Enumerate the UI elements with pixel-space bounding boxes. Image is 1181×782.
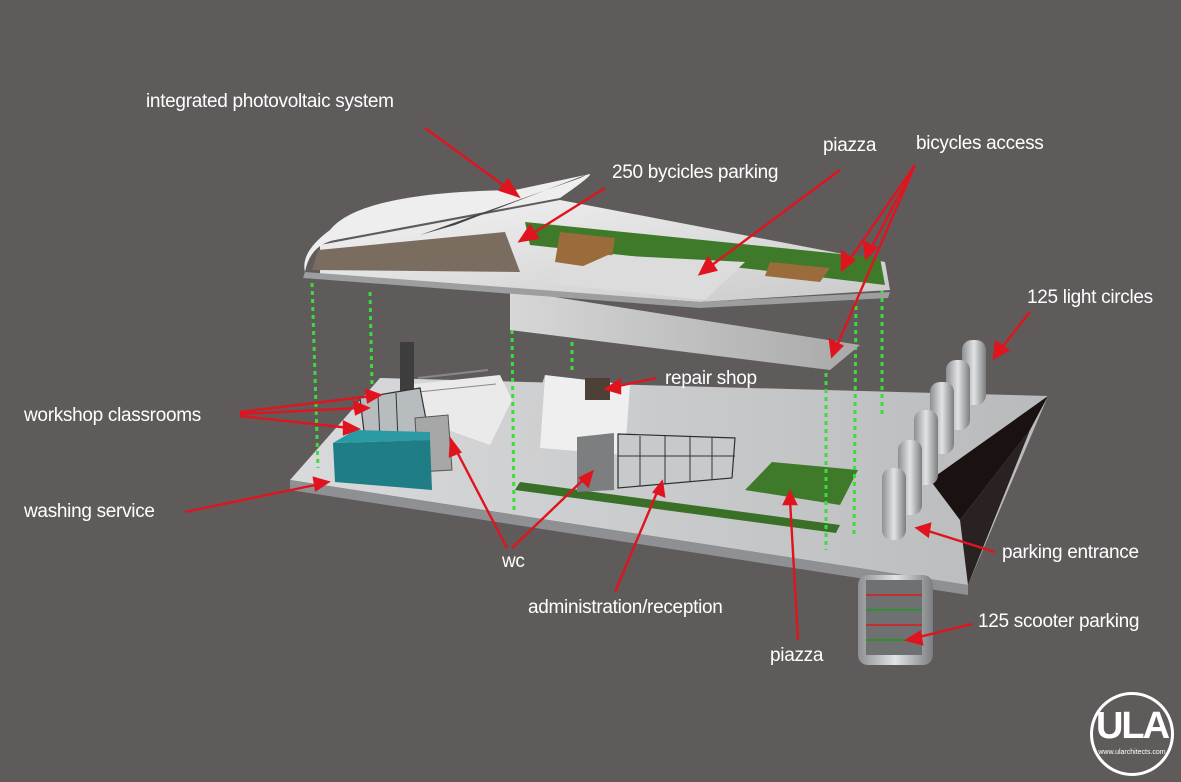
vent-tower [400, 342, 414, 394]
light-circles [882, 340, 986, 540]
ground-floor [290, 342, 1048, 595]
label-repair-shop: repair shop [665, 368, 757, 389]
label-wc: wc [502, 551, 525, 572]
label-piazza-bottom: piazza [770, 645, 824, 666]
scooter-parking-cylinder [858, 575, 933, 665]
callout-arrows [184, 127, 1031, 646]
ground-lawn [745, 462, 858, 505]
bicycle-ramp [510, 290, 860, 370]
parking-entrance-strip [930, 396, 1048, 520]
label-light-circles: 125 light circles [1027, 287, 1153, 308]
label-bicycles-parking: 250 bycicles parking [612, 162, 779, 183]
label-photovoltaic: integrated photovoltaic system [146, 91, 394, 112]
label-scooter-parking: 125 scooter parking [978, 611, 1140, 632]
washing-box [333, 440, 432, 490]
repair-door [585, 378, 610, 400]
guide-lines [310, 282, 884, 550]
label-administration: administration/reception [528, 597, 723, 618]
logo-text: ULA [1095, 705, 1170, 747]
label-workshop-classrooms: workshop classrooms [24, 405, 201, 426]
label-piazza-top: piazza [823, 135, 877, 156]
roof-slab [303, 174, 890, 308]
admin-glass [617, 433, 736, 489]
ula-logo: ULA www.ularchitects.com [1090, 692, 1174, 776]
label-parking-entrance: parking entrance [1002, 542, 1139, 563]
logo-url: www.ularchitects.com [1098, 749, 1166, 756]
stair-block [405, 375, 512, 445]
admin-block [577, 433, 614, 492]
label-washing-service: washing service [24, 501, 155, 522]
lawn-strip [515, 482, 840, 533]
roof-piazza [545, 255, 745, 300]
roof-openings [312, 232, 520, 272]
label-bicycles-access: bicycles access [916, 133, 1044, 154]
